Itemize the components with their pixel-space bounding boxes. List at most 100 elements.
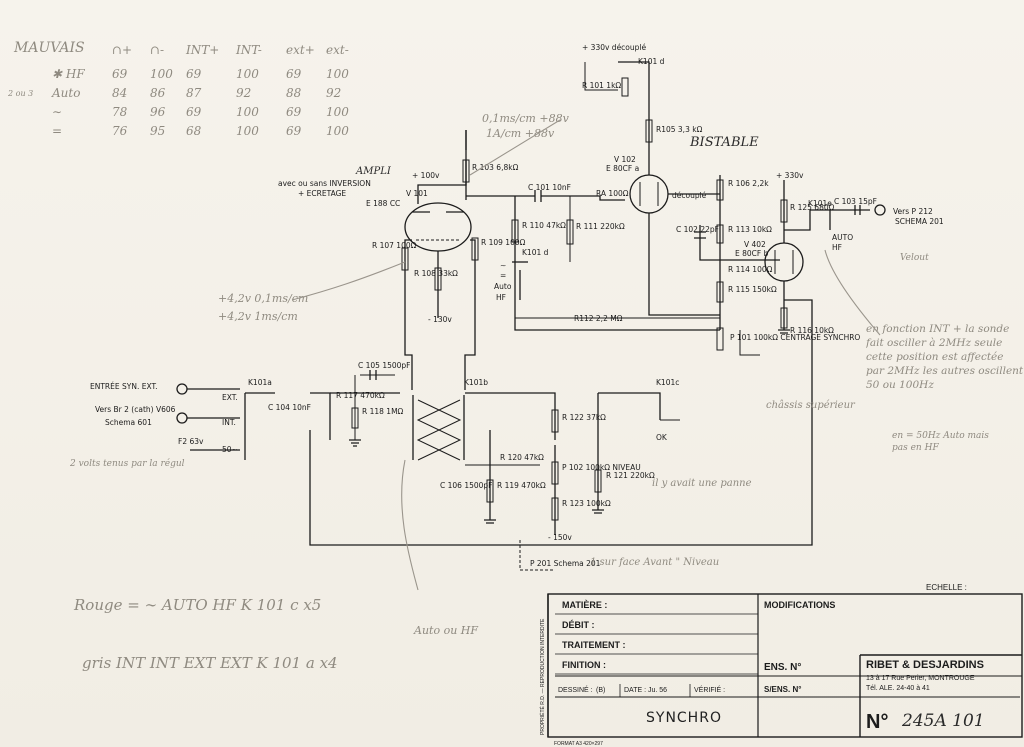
int-label: INT. [222,418,236,427]
r110-resistor [511,219,519,243]
top-right-note-1: 0,1ms/cm +88v [482,112,570,125]
r108-resistor [434,267,442,291]
pencil-table-cell: 84 [112,86,127,100]
date-value: Ju. 56 [648,687,667,694]
pencil-table-header: INT+ [185,43,219,57]
hf-label: HF [832,243,842,252]
v-minus130: - 130v [428,315,452,324]
pencil-table-cell: 92 [236,86,251,100]
bottom-note-row2: gris INT INT EXT EXT K 101 a x4 [82,654,338,672]
entree-syn-label: ENTRÉE SYN. EXT. [90,382,158,391]
pencil-table-cell: 100 [326,124,349,138]
pencil-table-header: ∩+ [112,43,132,57]
p102-label: P 102 100kΩ NIVEAU [562,463,641,472]
r115-label: R 115 150kΩ [728,285,777,294]
c106-label: C 106 1500pF [440,481,492,490]
title-block: ECHELLE : MATIÈRE : DÉBIT : TRAITEMENT :… [539,583,1023,747]
k101f-label: K101 d [522,248,549,257]
r103-resistor [462,159,470,183]
pencil-row-label: ✱ HF [52,67,85,81]
pencil-side-note: 2 ou 3 [7,89,33,98]
r109-label: R 109 100Ω [481,238,526,247]
finition-label: FINITION : [562,660,606,670]
sens-no-label: S/ENS. N° [764,685,801,694]
traitement-label: TRAITEMENT : [562,640,626,650]
r111-label: R 111 220kΩ [576,222,625,231]
c102-label: C 102 22pF [676,225,719,234]
r107-resistor [401,247,409,271]
pencil-table-cell: 69 [112,67,128,81]
vers-p212-label: Vers P 212 [893,207,933,216]
v102a-type: E 80CF a [606,164,639,173]
bottom-note-row1: Rouge = ∼ AUTO HF K 101 c x5 [73,596,321,614]
v-plus100: + 100v [412,171,440,180]
pencil-table-cell: 100 [236,67,259,81]
r103-label: R 103 6,8kΩ [472,163,519,172]
niveau-note: 1 sur face Avant " Niveau [590,557,719,568]
debit-label: DÉBIT : [562,620,595,630]
phase-inverter-crossing [416,399,462,461]
chassis-note: châssis supérieur [766,400,856,411]
pencil-table-cell: 100 [326,105,349,119]
k101c-label: K101c [656,378,679,387]
v-plus330: + 330v [776,171,804,180]
r101-label: R 101 1kΩ [582,81,621,90]
auto2-label: Auto [494,282,512,291]
c101-label: C 101 10nF [528,183,571,192]
p201-label: P 201 Schema 201 [530,559,601,568]
v101-type: E 188 CC [366,199,400,208]
r121-resistor [594,469,602,493]
r112-label: R112 2,2 MΩ [574,314,623,323]
pencil-table-cell: 100 [236,124,259,138]
two-volts-note: 2 volts tenus par la régul [69,458,185,469]
r101-resistor [621,77,629,97]
r123-label: R 123 100kΩ [562,499,611,508]
r118-resistor [351,407,359,429]
pencil-table-cell: 86 [150,86,166,100]
drawing-title: SYNCHRO [646,710,722,726]
company-tel: Tél. ALE. 24-40 à 41 [866,685,930,692]
r108-label: R 108 33kΩ [414,269,458,278]
pencil-table-cell: 69 [286,124,302,138]
input-jack-ext [176,383,188,395]
pencil-table-cell: 100 [236,105,259,119]
r119-resistor [486,479,494,503]
modifications-label: MODIFICATIONS [764,600,835,610]
k101a-label: K101a [248,378,272,387]
il-y-avait-note: il y avait une panne [652,478,752,489]
pencil-table-cell: 69 [186,105,202,119]
company-name: RIBET & DESJARDINS [866,659,984,671]
bistable-label: BISTABLE [689,135,759,150]
right-note-box: en fonction INT + la sonde fait osciller… [866,323,1023,391]
r119-label: R 119 470kΩ [497,481,546,490]
pencil-table-header: ext+ [286,43,315,57]
company-address: 13 à 17 Rue Perier, MONTROUGE [866,675,975,682]
c103-label: C 103 15pF [834,197,877,206]
v102a-label: V 102 [614,155,636,164]
tube-v102b [764,242,804,282]
format-label: FORMAT A3 420×297 [554,741,603,747]
matiere-label: MATIÈRE : [562,600,607,610]
r106-label: R 106 2,2k [728,179,769,188]
r121-label: R 121 220kΩ [606,471,655,480]
v102b-label: V 402 [744,240,766,249]
gains-note-2: +4,2v 1ms/cm [218,310,298,323]
fz-label: F2 63v [178,437,204,446]
schema601-label: Schema 601 [105,418,152,427]
r125-label: R 125 680Ω [790,203,835,212]
dessine-label: DESSINÉ : [558,685,593,694]
pencil-table-cell: 95 [150,124,165,138]
r109-resistor [471,237,479,261]
date-label: DATE : [624,687,646,694]
hf2-label: HF [496,293,506,302]
pencil-table-cell: 76 [112,124,128,138]
r105-resistor [645,119,653,143]
auto-label: AUTO [832,233,853,242]
eq-label: = [500,271,506,280]
ens-no-label: ENS. N° [764,662,801,673]
pencil-row-label: ∼ [52,105,62,119]
r115-resistor [716,281,724,303]
annotations: AMPLI avec ou sans INVERSION + ECRETAGE … [69,112,1023,672]
tilde-label: ∼ [500,261,506,270]
